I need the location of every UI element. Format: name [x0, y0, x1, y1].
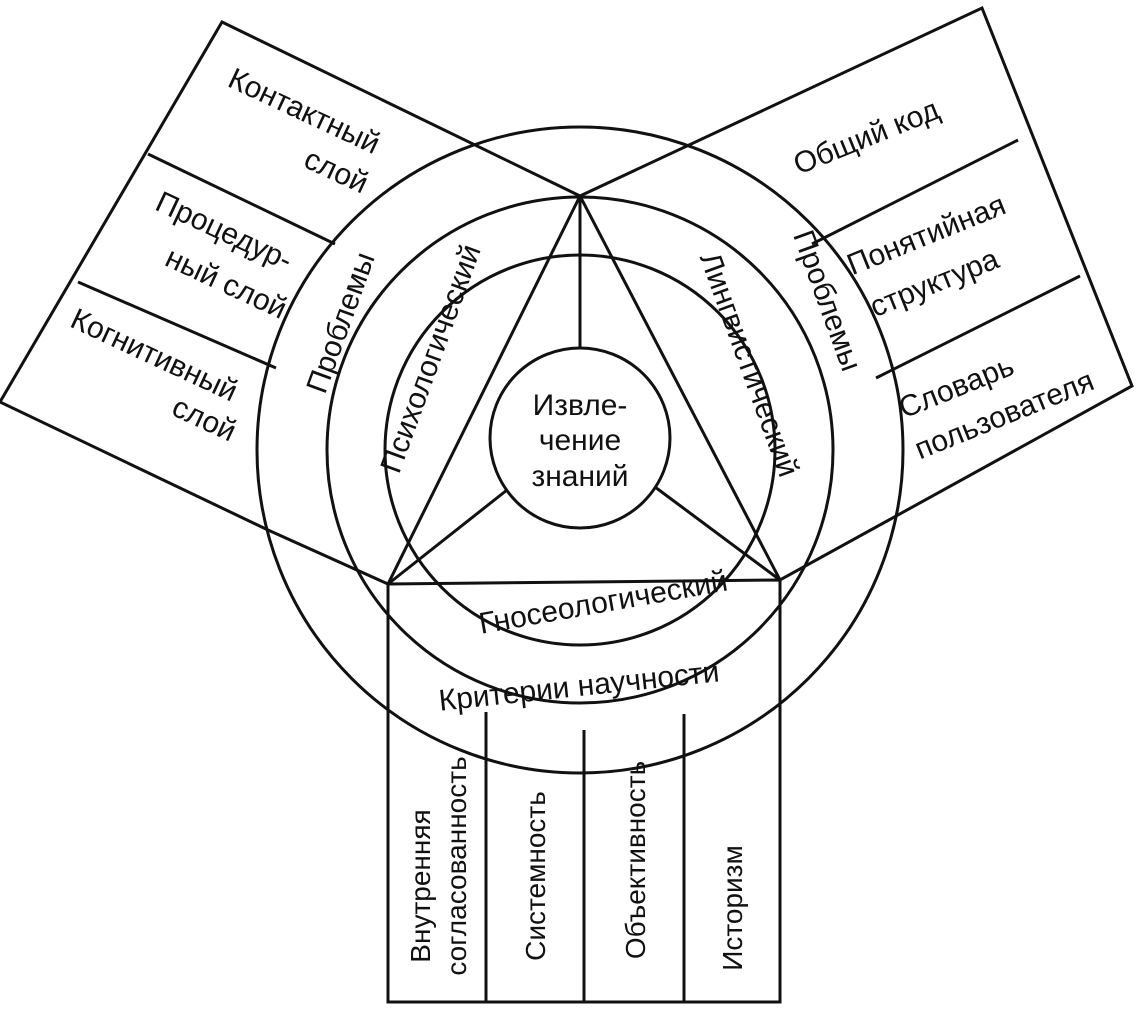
label-systemic: Системность: [520, 791, 551, 961]
label-cognitive-layer-1: Когнитивный: [66, 302, 243, 408]
label-common-code: Общий код: [789, 93, 944, 181]
sector-label-psychological: Психологический: [374, 240, 487, 477]
label-internal-consistency-1: Внутренняя: [405, 809, 436, 962]
label-contact-layer-1: Контактный: [223, 62, 385, 161]
right-divider-1: [811, 138, 1019, 246]
label-internal-consistency-2: согласованность: [441, 756, 472, 975]
center-label-line2: чение: [539, 424, 621, 457]
outer-ring-circle: [255, 125, 905, 775]
center-label-line1: Извле-: [533, 389, 628, 422]
sector-divider-left: [387, 488, 508, 586]
left-divider-2: [77, 280, 277, 370]
center-label-line3: знаний: [531, 460, 628, 493]
sector-label-gnoseological: Гносеологический: [477, 565, 731, 641]
bottom-panel-outline: [386, 578, 782, 1004]
left-divider-1: [147, 152, 336, 246]
left-panel-outline: [0, 20, 583, 586]
sector-divider-right: [654, 485, 781, 582]
label-objectivity: Объективность: [620, 761, 651, 959]
ring-label-criteria: Критерии научности: [437, 655, 721, 717]
right-divider-2: [875, 274, 1081, 380]
label-historicism: Историзм: [717, 845, 748, 971]
